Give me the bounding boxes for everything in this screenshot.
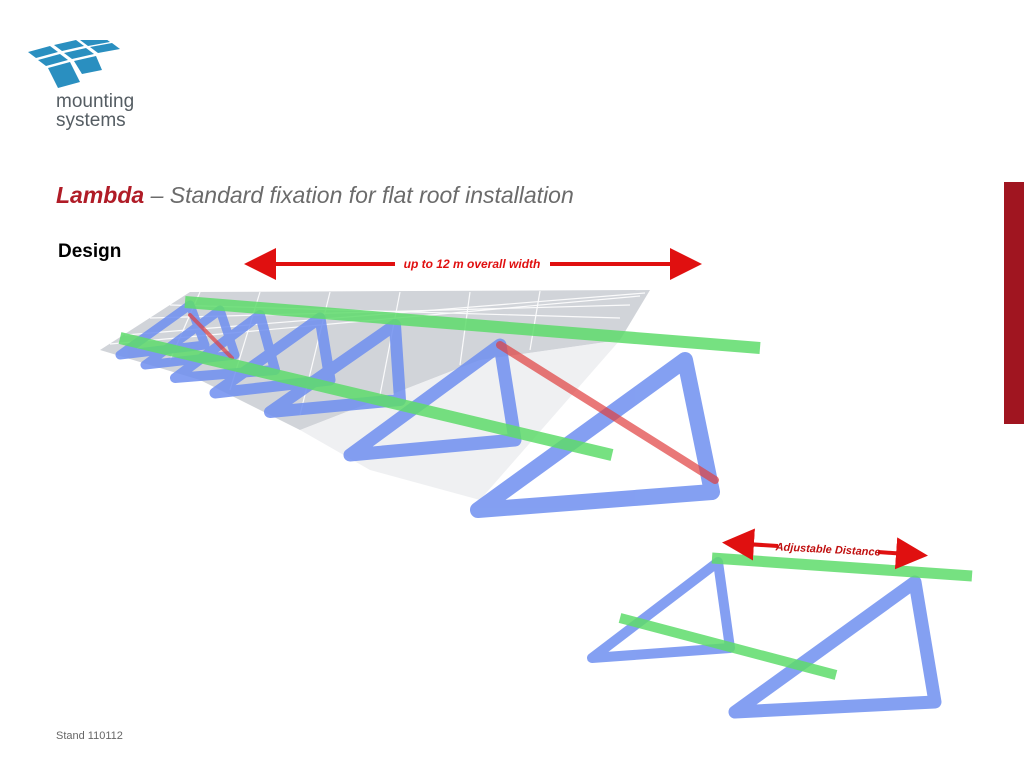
section-heading: Design xyxy=(58,241,122,262)
single-stand-detail: Adjustable Distance xyxy=(587,528,973,719)
product-name: Lambda xyxy=(56,182,145,208)
diagonal-braces xyxy=(188,313,719,484)
footer-version: Stand 110112 xyxy=(56,730,123,742)
mounting-rails xyxy=(118,296,761,461)
logo-line-1: mounting xyxy=(56,91,135,112)
slide-title: Lambda – Standard fixation for flat roof… xyxy=(56,182,574,209)
title-description: – Standard fixation for flat roof instal… xyxy=(144,182,574,208)
distance-label: Adjustable Distance xyxy=(774,541,881,559)
width-dimension: up to 12 m overall width xyxy=(244,248,702,280)
company-logo-icon xyxy=(28,40,120,88)
width-label: up to 12 m overall width xyxy=(404,257,541,271)
logo-line-2: systems xyxy=(56,110,126,131)
logo-wordmark: mounting systems xyxy=(56,92,134,130)
accent-bar xyxy=(1004,182,1024,424)
